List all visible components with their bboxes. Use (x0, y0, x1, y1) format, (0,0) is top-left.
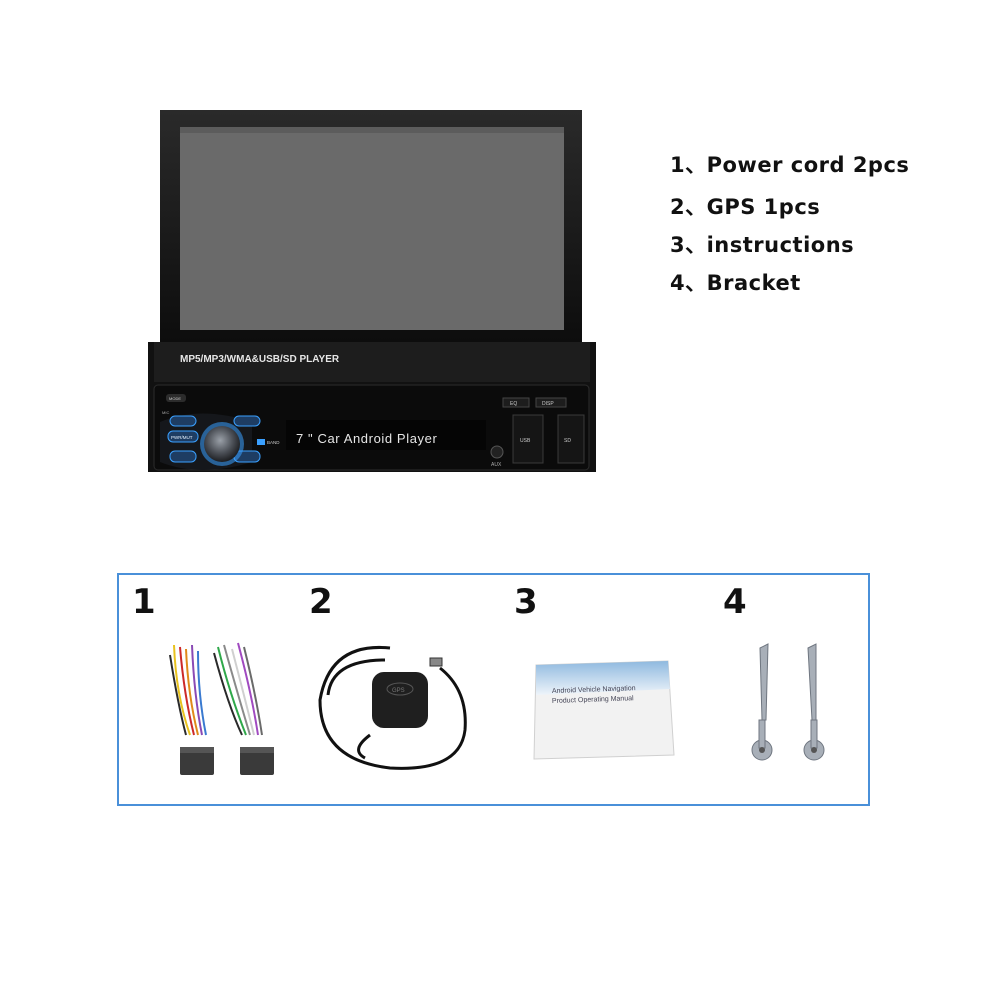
power-cord-harness-icon (169, 642, 274, 775)
package-item: 3、instructions (670, 233, 855, 257)
svg-text:EQ: EQ (510, 401, 517, 407)
bracket-key-icon (751, 643, 825, 761)
package-list: 1、Power cord 2pcs 2、GPS 1pcs 3、instructi… (670, 148, 909, 304)
manual-booklet-icon: Android Vehicle Navigation Product Opera… (533, 660, 675, 760)
volume-knob (204, 426, 240, 462)
accessory-number: 3 (514, 582, 538, 622)
svg-text:MODE: MODE (169, 396, 181, 401)
manual-title-2: Product Operating Manual (552, 695, 634, 705)
sd-slot (557, 414, 585, 464)
lcd-strip (286, 420, 486, 450)
manual-title-1: Android Vehicle Navigation (552, 685, 636, 695)
package-item: 2、GPS 1pcs (670, 195, 821, 219)
svg-text:GPS: GPS (392, 688, 405, 694)
svg-text:USB: USB (520, 438, 531, 444)
svg-text:AUX: AUX (491, 462, 502, 468)
face-label: MP5/MP3/WMA&USB/SD PLAYER (180, 354, 340, 365)
aux-port (490, 445, 504, 459)
lcd-text: 7 " Car Android Player (296, 431, 437, 446)
gps-antenna-icon: GPS (318, 645, 467, 770)
package-item: 4、Bracket (670, 271, 801, 295)
display-screen (180, 127, 564, 330)
usb-slot (512, 414, 544, 464)
svg-text:BAND: BAND (267, 440, 280, 445)
svg-text:SD: SD (564, 438, 571, 444)
svg-text:DISP: DISP (542, 401, 554, 407)
accessories-frame (117, 573, 870, 806)
svg-text:MIC: MIC (162, 410, 169, 415)
accessory-number: 2 (309, 582, 333, 622)
package-item: 1、Power cord 2pcs (670, 153, 910, 177)
car-stereo-unit: MP5/MP3/WMA&USB/SD PLAYER MODE MIC PWR/M… (148, 110, 596, 472)
accessory-number: 4 (723, 582, 747, 622)
svg-text:PWR/MUT: PWR/MUT (171, 435, 193, 440)
accessory-number: 1 (132, 582, 156, 622)
